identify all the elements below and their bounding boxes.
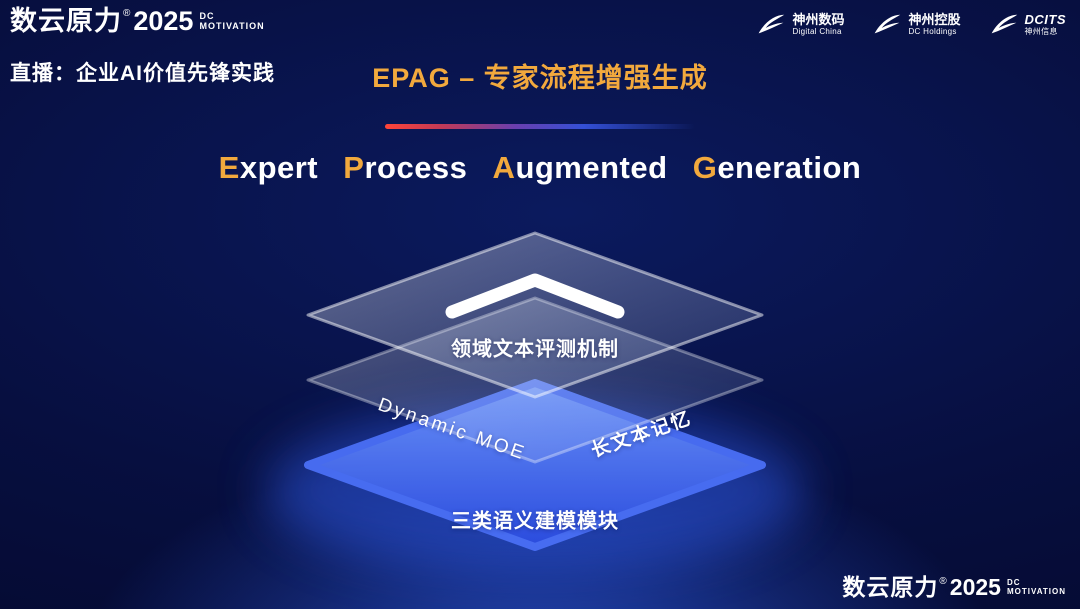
en-word: Augmented: [493, 150, 668, 185]
footer-registered-mark: ®: [939, 576, 947, 587]
bottom-layer-label: 三类语义建模模块: [451, 510, 619, 533]
footer-brand-year: 2025: [949, 574, 1001, 600]
partner-subtitle: DC Holdings: [908, 26, 957, 36]
registered-mark: ®: [123, 8, 131, 19]
en-rest: eneration: [717, 150, 862, 185]
en-initial: A: [492, 150, 516, 185]
footer-brand-sub-top: DC: [1006, 578, 1021, 587]
live-title: 直播：企业AI价值先锋实践: [10, 62, 275, 85]
chevron-up-icon: [445, 273, 625, 319]
en-initial: E: [218, 150, 240, 185]
partner-text: 神州数码 Digital China: [792, 11, 845, 37]
en-initial: P: [343, 150, 365, 185]
footer-brand-text: 数云原力: [842, 574, 939, 600]
swoosh-icon: [759, 14, 785, 34]
en-rest: xpert: [239, 150, 319, 185]
partner-name: 神州数码: [792, 11, 845, 27]
en-rest: rocess: [364, 150, 468, 185]
en-word: Generation: [693, 150, 862, 185]
swoosh-icon: [991, 14, 1017, 34]
partner-logos: 神州数码 Digital China 神州控股 DC Holdings DCIT…: [756, 12, 1066, 37]
partner-name: 神州控股: [908, 11, 961, 27]
en-rest: ugmented: [515, 150, 668, 185]
partner-subtitle: 神州信息: [1024, 26, 1058, 36]
footer-brand-sub-bottom: MOTIVATION: [1006, 587, 1066, 597]
layer-bottom-blue: [304, 379, 766, 551]
en-initial: G: [692, 150, 718, 185]
partner-text: 神州控股 DC Holdings: [908, 11, 961, 37]
en-word: Process: [343, 150, 467, 185]
brand-subtitle: DC MOTIVATION: [199, 11, 264, 32]
en-word: Expert: [219, 150, 319, 185]
partner-text: DCITS 神州信息: [1024, 11, 1067, 37]
partner-logo-digital-china: 神州数码 Digital China: [756, 12, 844, 37]
title-divider: [385, 124, 695, 129]
brand-year: 2025: [133, 6, 194, 36]
brand-sub-top: DC: [199, 11, 215, 21]
brand-logo: 数云原力 ® 2025 DC MOTIVATION: [10, 8, 265, 35]
footer-brand-logo: 数云原力 ® 2025 DC MOTIVATION: [842, 576, 1066, 599]
brand-logo-text: 数云原力: [10, 6, 122, 36]
swoosh-icon: [875, 14, 901, 34]
slide-title-en: Expert Process Augmented Generation: [0, 150, 1080, 186]
partner-logo-dcits: DCITS 神州信息: [989, 12, 1067, 37]
partner-logo-dc-holdings: 神州控股 DC Holdings: [872, 11, 961, 37]
footer-brand-subtitle: DC MOTIVATION: [1007, 578, 1066, 596]
layer-top-glass: [306, 231, 764, 399]
partner-name: DCITS: [1024, 11, 1066, 27]
partner-subtitle: Digital China: [792, 26, 842, 36]
slide-title-cn: EPAG – 专家流程增强生成: [372, 63, 708, 93]
brand-sub-bottom: MOTIVATION: [199, 21, 265, 32]
top-layer-label: 领域文本评测机制: [451, 338, 619, 361]
